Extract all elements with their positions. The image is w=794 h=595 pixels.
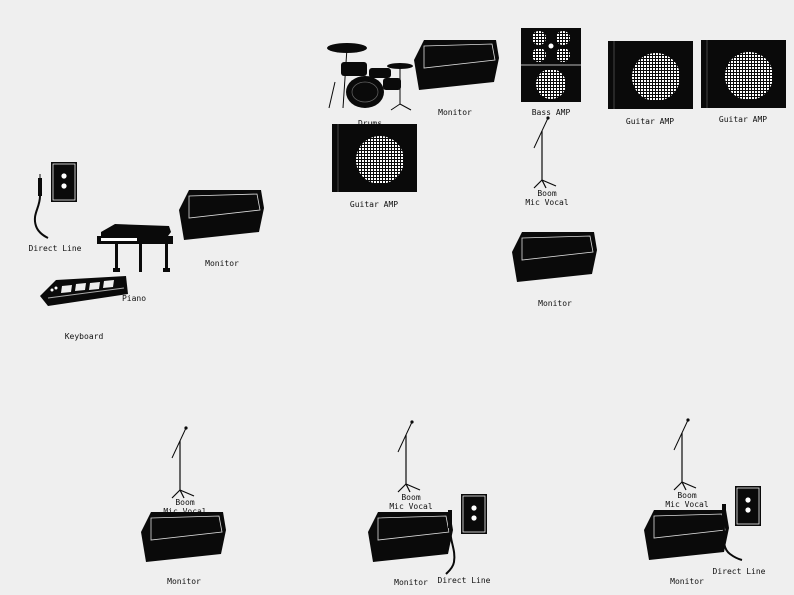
bass-amp-icon — [521, 28, 581, 102]
keyboard-icon — [40, 276, 128, 306]
direct-line-label: Direct Line — [28, 244, 82, 253]
guitar-amp-label: Guitar AMP — [625, 117, 675, 126]
boom-mic-icon — [673, 417, 697, 491]
boom-mic-label: Boom Mic Vocal — [525, 189, 569, 207]
bass-amp-label: Bass AMP — [531, 108, 571, 117]
direct-line-label: Direct Line — [437, 576, 491, 585]
monitor-label: Monitor — [394, 578, 428, 587]
monitor-icon — [511, 231, 598, 283]
guitar-amp-icon — [700, 39, 787, 109]
keyboard-label: Keyboard — [64, 332, 104, 341]
monitor-label: Monitor — [438, 108, 472, 117]
cable-icon — [445, 510, 456, 575]
drums-label: Drums — [357, 119, 383, 128]
boom-mic-icon — [533, 115, 557, 189]
boom-mic-label: Boom Mic Vocal — [665, 491, 709, 509]
guitar-amp-label: Guitar AMP — [349, 200, 399, 209]
guitar-amp-label: Guitar AMP — [718, 115, 768, 124]
boom-mic-label: Boom Mic Vocal — [163, 498, 207, 516]
boom-mic-icon — [397, 419, 421, 493]
direct-line-label: Direct Line — [712, 567, 766, 576]
guitar-amp-icon — [331, 123, 418, 193]
piano-label: Piano — [121, 294, 147, 303]
boom-mic-label: Boom Mic Vocal — [389, 493, 433, 511]
guitar-amp-icon — [607, 40, 694, 110]
cable-icon — [722, 504, 743, 561]
monitor-label: Monitor — [167, 577, 201, 586]
monitor-icon — [413, 39, 500, 91]
monitor-label: Monitor — [538, 299, 572, 308]
boom-mic-icon — [171, 425, 195, 499]
monitor-label: Monitor — [670, 577, 704, 586]
cable-icon — [33, 174, 49, 239]
drums-icon — [327, 43, 413, 111]
outlet-icon — [50, 161, 78, 203]
piano-icon — [97, 224, 173, 272]
monitor-icon — [140, 511, 227, 563]
monitor-label: Monitor — [205, 259, 239, 268]
monitor-icon — [178, 189, 265, 241]
